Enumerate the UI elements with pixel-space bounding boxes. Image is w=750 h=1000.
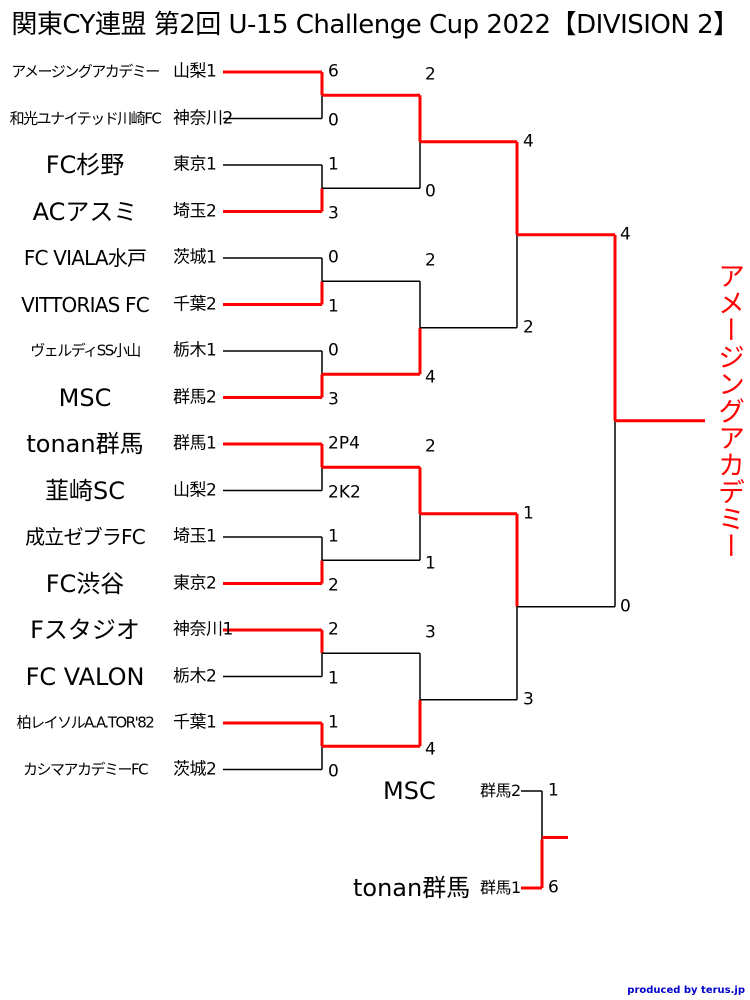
round2-score: 3 [425, 622, 436, 643]
round1-score: 3 [328, 389, 339, 409]
round1-score: 1 [328, 296, 339, 316]
team-prefecture: 栃木2 [173, 666, 217, 686]
team-name: VITTORIAS FC [21, 292, 150, 317]
final-score: 4 [620, 224, 631, 245]
round2-score: 0 [425, 181, 436, 202]
team-prefecture: 山梨2 [173, 480, 217, 500]
team-name: 成立ゼブラFC [25, 525, 146, 549]
round1-score: 1 [328, 712, 339, 733]
team-name: Fスタジオ [30, 616, 140, 644]
team-prefecture: 神奈川2 [173, 108, 233, 128]
round2-score: 4 [425, 367, 436, 388]
team-name: FC渋谷 [45, 569, 125, 598]
third-place-team1-pref: 群馬2 [480, 781, 521, 800]
team-prefecture: 栃木1 [173, 340, 217, 361]
team-name: 柏レイソルA.A.TOR'82 [16, 713, 155, 732]
team-prefecture: 埼玉1 [173, 526, 217, 547]
semifinal-score: 2 [523, 317, 534, 338]
third-place-score: 1 [548, 780, 559, 801]
team-prefecture: 茨城2 [173, 759, 217, 779]
round1-score: 2 [328, 619, 339, 640]
third-place-team2-name: tonan群馬 [353, 874, 471, 902]
round2-score: 1 [425, 553, 436, 574]
round2-score: 2 [425, 250, 436, 271]
team-name: FC VIALA水戸 [23, 246, 147, 270]
team-name: 韮崎SC [45, 476, 125, 505]
round1-score: 0 [328, 340, 339, 361]
team-name: 和光ユナイテッド川崎FC [9, 109, 162, 127]
round2-score: 2 [425, 64, 436, 85]
team-prefecture: 東京2 [173, 573, 217, 593]
team-name: アメージングアカデミー [11, 62, 160, 81]
round1-score: 1 [328, 668, 339, 688]
page-title: 関東CY連盟 第2回 U-15 Challenge Cup 2022【DIVIS… [11, 10, 739, 40]
semifinal-score: 3 [523, 689, 534, 710]
round1-score: 2 [328, 575, 339, 595]
third-place-team1-name: MSC [383, 777, 436, 805]
round1-score: 0 [328, 110, 339, 130]
round1-score: 6 [328, 61, 339, 82]
team-prefecture: 東京1 [173, 154, 217, 175]
third-place-score: 6 [548, 877, 559, 898]
team-prefecture: 茨城1 [173, 247, 217, 268]
team-prefecture: 群馬2 [173, 387, 217, 407]
third-place-team2-pref: 群馬1 [480, 878, 521, 897]
semifinal-score: 1 [523, 503, 534, 524]
team-prefecture: 神奈川1 [173, 619, 233, 640]
round1-score: 1 [328, 154, 339, 175]
team-name: FC杉野 [45, 151, 125, 179]
team-name: MSC [58, 383, 112, 412]
team-name: FC VALON [25, 662, 145, 691]
round1-score: 1 [328, 526, 339, 547]
final-score: 0 [620, 596, 631, 617]
round1-score: 3 [328, 203, 339, 223]
round1-score: 0 [328, 761, 339, 781]
team-name: カシマアカデミーFC [22, 760, 149, 778]
credit-text: produced by terus.jp [627, 985, 745, 996]
round1-score: 2K2 [328, 482, 361, 502]
round1-score: 2P4 [328, 433, 360, 454]
team-prefecture: 埼玉2 [173, 201, 217, 221]
team-prefecture: 千葉1 [173, 712, 217, 733]
team-name: ヴェルディSS小山 [30, 341, 141, 360]
round2-score: 2 [425, 436, 436, 457]
team-prefecture: 千葉2 [173, 294, 217, 314]
round1-score: 0 [328, 247, 339, 268]
round2-score: 4 [425, 739, 436, 760]
champion-label: アメージングアカデミー [713, 262, 744, 559]
team-prefecture: 山梨1 [173, 61, 217, 82]
semifinal-score: 4 [523, 131, 534, 152]
team-prefecture: 群馬1 [173, 433, 217, 454]
team-name: ACアスミ [32, 197, 138, 226]
team-name: tonan群馬 [26, 430, 144, 458]
